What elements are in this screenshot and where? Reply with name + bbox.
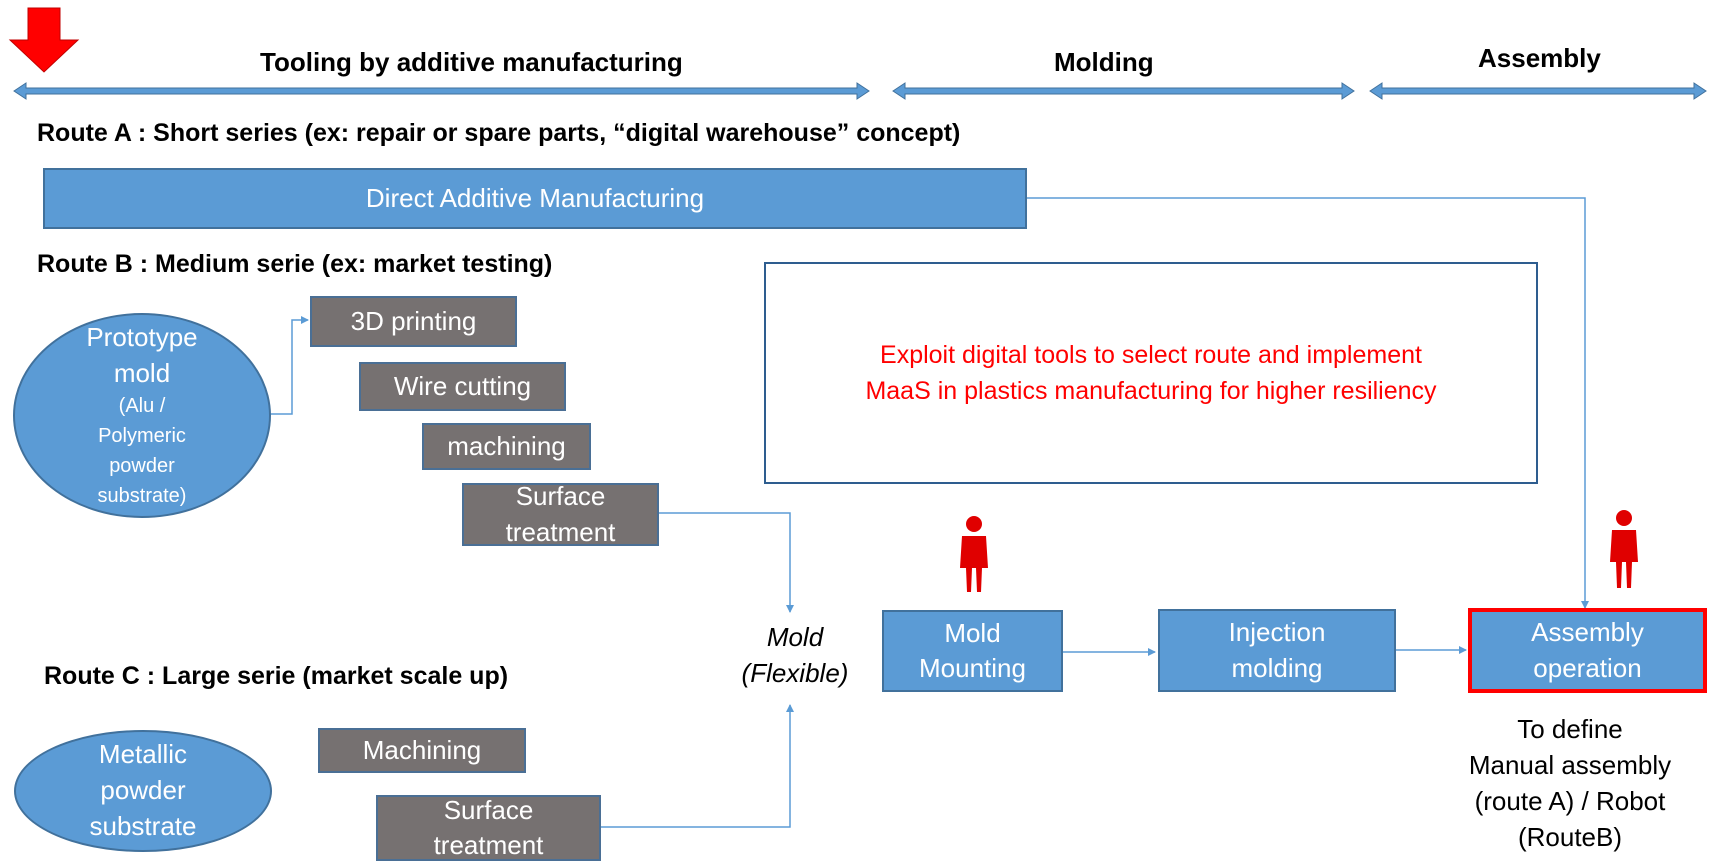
assembly-note-line1: To define bbox=[1517, 714, 1623, 744]
step-3d-printing: 3D printing bbox=[310, 296, 517, 347]
assembly-note-line3: (route A) / Robot bbox=[1474, 785, 1666, 816]
assembly-line2: operation bbox=[1533, 652, 1642, 683]
surface-c-line2: treatment bbox=[433, 830, 544, 860]
phase-arrow-molding bbox=[892, 82, 1355, 100]
step-machining-c: Machining bbox=[318, 728, 526, 773]
direct-am-label: Direct Additive Manufacturing bbox=[365, 182, 705, 213]
injection-line1: Injection bbox=[1228, 617, 1326, 648]
step-surface-treatment-c: Surface treatment bbox=[376, 795, 601, 861]
phase-arrow-assembly bbox=[1369, 82, 1707, 100]
prototype-sub: (Alu / Polymeric powder substrate) bbox=[97, 394, 187, 507]
connector-prototype-to-3d-printing bbox=[270, 316, 309, 415]
route-b-label: Route B : Medium serie (ex: market testi… bbox=[37, 250, 553, 278]
assembly-line1: Assembly bbox=[1531, 617, 1644, 648]
connector-surface-c-to-mold bbox=[600, 704, 794, 828]
step-wire-cutting: Wire cutting bbox=[359, 362, 566, 411]
surface-b-line1: Surface bbox=[515, 481, 606, 512]
connector-surface-b-to-mold bbox=[658, 512, 794, 613]
person-icon bbox=[1610, 510, 1638, 588]
route-c-label: Route C : Large serie (market scale up) bbox=[44, 662, 509, 690]
prototype-mold-node: Prototype mold (Alu / Polymeric powder s… bbox=[13, 313, 271, 518]
assembly-note-line2: Manual assembly bbox=[1468, 749, 1672, 780]
phase-label-assembly: Assembly bbox=[1478, 43, 1601, 73]
mounting-line1: Mold bbox=[944, 617, 1001, 648]
note-line2: MaaS in plastics manufacturing for highe… bbox=[865, 377, 1437, 405]
step-machining-b-label: machining bbox=[447, 430, 566, 461]
metallic-substrate-node: Metallic powder substrate bbox=[14, 730, 272, 852]
phase-arrow-tooling bbox=[13, 82, 870, 100]
red-down-arrow-icon bbox=[8, 7, 80, 73]
mounting-line2: Mounting bbox=[919, 653, 1026, 683]
metallic-line3: substrate bbox=[89, 810, 197, 841]
connector-direct-am-to-assembly bbox=[1025, 197, 1589, 609]
metallic-line2: powder bbox=[100, 775, 186, 806]
step-surface-treatment-b: Surface treatment bbox=[462, 481, 659, 547]
prototype-line2: mold bbox=[113, 357, 171, 388]
step-machining-c-label: Machining bbox=[362, 734, 482, 765]
note-line1: Exploit digital tools to select route an… bbox=[880, 340, 1422, 369]
step-wire-cutting-label: Wire cutting bbox=[393, 370, 532, 401]
mold-line2: (Flexible) bbox=[741, 657, 849, 688]
assembly-operation-box: Assembly operation bbox=[1468, 608, 1707, 693]
direct-am-box: Direct Additive Manufacturing bbox=[43, 168, 1027, 229]
assembly-note-line4: (RouteB) bbox=[1517, 821, 1623, 852]
digital-tools-note: Exploit digital tools to select route an… bbox=[764, 262, 1538, 484]
assembly-definition-note: To define Manual assembly (route A) / Ro… bbox=[1430, 712, 1709, 856]
mold-line1: Mold bbox=[766, 622, 824, 652]
prototype-line1: Prototype bbox=[86, 322, 198, 353]
route-a-label: Route A : Short series (ex: repair or sp… bbox=[37, 119, 961, 147]
metallic-line1: Metallic bbox=[98, 739, 188, 770]
surface-b-line2: treatment bbox=[505, 516, 616, 547]
step-3d-printing-label: 3D printing bbox=[350, 305, 477, 336]
injection-molding-box: Injection molding bbox=[1158, 609, 1396, 692]
injection-line2: molding bbox=[1231, 652, 1323, 683]
mold-mounting-box: Mold Mounting bbox=[882, 610, 1063, 692]
phase-label-molding: Molding bbox=[1054, 47, 1154, 77]
step-machining-b: machining bbox=[422, 423, 591, 470]
mold-flexible-label: Mold (Flexible) bbox=[720, 620, 870, 692]
person-icon bbox=[960, 516, 988, 592]
phase-label-tooling: Tooling by additive manufacturing bbox=[260, 47, 683, 77]
surface-c-line1: Surface bbox=[443, 794, 534, 825]
